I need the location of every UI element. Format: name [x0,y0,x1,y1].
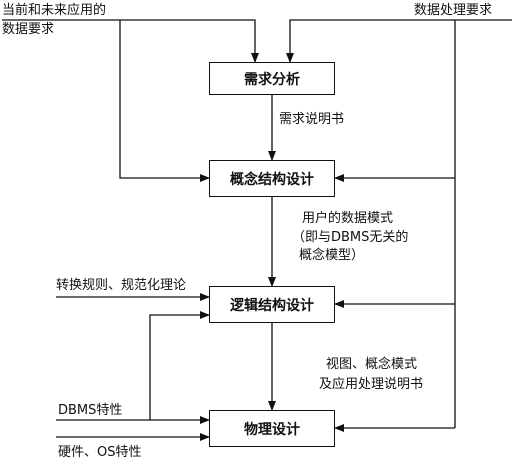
logical-design-box: 逻辑结构设计 [209,286,335,323]
label-current-future-data-line2: 数据要求 [2,22,55,37]
conceptual-design-box: 概念结构设计 [209,160,335,197]
label-requirements-spec: 需求说明书 [279,112,345,127]
label-user-data-model-line2: （即与DBMS无关的 [292,230,409,245]
physical-design-box: 物理设计 [209,410,335,447]
label-views-line1: 视图、概念模式 [326,357,418,372]
connector-current-data-to-requirements [2,19,259,63]
label-conversion-rules: 转换规则、规范化理论 [56,278,187,293]
label-views-line2: 及应用处理说明书 [319,377,424,392]
connector-current-data-to-conceptual [119,20,210,182]
label-user-data-model-line3: 概念模型） [299,248,365,263]
label-processing-requirements: 数据处理要求 [414,3,493,18]
label-hardware-os: 硬件、OS特性 [58,445,142,460]
label-user-data-model-line1: 用户的数据模式 [302,211,394,226]
label-dbms-features: DBMS特性 [58,403,123,418]
label-current-future-data-line1: 当前和未来应用的 [2,3,107,18]
connector-processing-req-to-requirements [286,19,512,63]
connector-dbms-to-logical [149,311,210,420]
requirements-analysis-box: 需求分析 [209,62,335,95]
